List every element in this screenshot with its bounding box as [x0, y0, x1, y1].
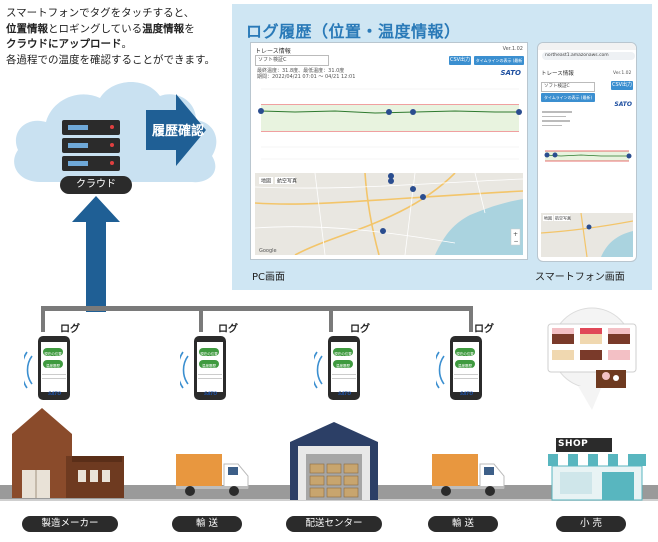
phone-sato-logo: SATO	[204, 392, 218, 397]
log-label-1: ログ	[60, 324, 80, 335]
pc-chart-point	[258, 108, 264, 114]
nfc-wave-icon	[180, 336, 226, 400]
pc-csv-button[interactable]: CSV出力	[449, 56, 471, 65]
nfc-wave-icon	[314, 336, 360, 400]
nfc-wave-icon	[24, 336, 70, 400]
cloud-label: クラウド	[60, 176, 132, 194]
log-label-3: ログ	[350, 324, 370, 335]
intro-line-2: 位置情報とロギングしている温度情報を	[6, 22, 195, 35]
phone-map[interactable]: 地図 航空写真	[541, 213, 633, 257]
tag-reader-phone: 現在の位置温度履歴 SATO	[314, 334, 374, 406]
pc-chart-series-line	[260, 110, 519, 114]
phone-map-tab-map[interactable]: 地図	[544, 215, 552, 221]
intro-line-4: 各過程での温度を確認することができます。	[6, 53, 215, 66]
intro-text: スマートフォンでタグをタッチすると、 位置情報とロギングしている温度情報を クラ…	[6, 6, 228, 68]
phone-map-tab-satellite[interactable]: 航空写真	[555, 215, 571, 221]
pc-screen-title: トレース情報	[255, 48, 291, 55]
server-icon	[62, 120, 120, 171]
cake-display-icon	[547, 307, 637, 410]
phone-sato-logo: SATO	[460, 392, 474, 397]
log-label-2: ログ	[218, 324, 238, 335]
truck-icon-2	[432, 454, 505, 496]
pc-trace-select[interactable]: ソフト検証C	[255, 55, 329, 66]
phone-version: Ver.1.02	[613, 71, 632, 76]
stage-label-transport-1: 輸 送	[172, 516, 242, 532]
pc-info-line-2: 期間：2022/04/21 07:01 ～ 04/21 12:01	[257, 74, 356, 80]
pc-map[interactable]: 地図 航空写真 Google + −	[255, 173, 523, 255]
phone-sato-logo: SATO	[338, 392, 352, 397]
pc-temperature-chart	[255, 83, 523, 169]
pc-map-tab-satellite[interactable]: 航空写真	[277, 178, 297, 185]
panel-title: ログ履歴（位置・温度情報）	[246, 22, 461, 41]
phone-temperature-chart	[541, 139, 633, 209]
phone-current-location-button[interactable]: 現在の位置	[334, 352, 352, 356]
factory-icon	[12, 408, 124, 498]
shop-sign: SHOP	[558, 439, 589, 449]
pc-map-google-logo: Google	[259, 248, 277, 254]
pc-info-line-1: 最終温度：31.8度、最低温度：31.0度	[257, 68, 345, 74]
phone-current-location-button[interactable]: 現在の位置	[44, 352, 62, 356]
connector-bar	[41, 306, 473, 311]
stage-label-transport-2: 輸 送	[428, 516, 498, 532]
phone-url-bar[interactable]: northeast1.amazonaws.com	[542, 52, 635, 60]
log-label-4: ログ	[474, 324, 494, 335]
pc-chart-point	[386, 109, 392, 115]
phone-temperature-history-button[interactable]: 温度履歴	[202, 364, 216, 368]
pc-chart-point	[410, 109, 416, 115]
phone-current-location-button[interactable]: 現在の位置	[456, 352, 474, 356]
phone-trace-select[interactable]: ソフト検証C	[541, 82, 595, 92]
upload-arrow	[72, 196, 120, 312]
phone-sato-logo: SATO	[614, 101, 632, 108]
pc-chart-range-band	[261, 105, 519, 131]
phone-screen-caption: スマートフォン画面	[535, 272, 625, 283]
phone-timeline-button[interactable]: タイムラインの表示 (最新)	[541, 93, 595, 102]
intro-line-1: スマートフォンでタグをタッチすると、	[6, 7, 195, 19]
shop-icon	[548, 438, 646, 501]
history-check-label: 履歴確認	[152, 124, 205, 139]
tag-reader-phone: 現在の位置温度履歴 SATO	[436, 334, 496, 406]
pc-map-tab-map[interactable]: 地図	[261, 178, 271, 185]
phone-info-lines	[542, 111, 572, 131]
nfc-wave-icon	[436, 336, 482, 400]
cloud-graphic	[14, 81, 217, 183]
stage-label-retail: 小 売	[556, 516, 626, 532]
pc-map-markers[interactable]	[380, 173, 426, 234]
pc-chart-point	[516, 109, 522, 115]
pc-sato-logo: SATO	[500, 69, 521, 77]
pc-screen-version: Ver.1.02	[502, 46, 523, 52]
stage-label-manufacturer: 製造メーカー	[22, 516, 118, 532]
phone-temperature-history-button[interactable]: 温度履歴	[458, 364, 472, 368]
distribution-center-icon	[290, 422, 378, 500]
phone-temperature-history-button[interactable]: 温度履歴	[336, 364, 350, 368]
pc-timeline-button[interactable]: タイムラインの表示 (最新版)	[474, 56, 524, 72]
phone-current-location-button[interactable]: 現在の位置	[200, 352, 218, 356]
stage-label-distribution-center: 配送センター	[286, 516, 382, 532]
tag-reader-phone: 現在の位置温度履歴 SATO	[24, 334, 84, 406]
truck-icon-1	[176, 454, 249, 496]
phone-screen-title: トレース情報	[541, 71, 574, 77]
phone-csv-button[interactable]: CSV出力	[611, 81, 633, 90]
tag-reader-phone: 現在の位置温度履歴 SATO	[180, 334, 240, 406]
phone-screen: northeast1.amazonaws.com トレース情報 CSV出力 Ve…	[537, 42, 637, 262]
pc-screen-caption: PC画面	[252, 272, 286, 283]
phone-sato-logo: SATO	[48, 392, 62, 397]
history-arrow	[146, 94, 206, 166]
phone-temperature-history-button[interactable]: 温度履歴	[46, 364, 60, 368]
pc-screen: トレース情報 Ver.1.02 ソフト検証C CSV出力 タイムラインの表示 (…	[250, 42, 528, 260]
intro-line-3: クラウドにアップロード。	[6, 38, 132, 50]
svg-text:+: +	[513, 231, 518, 238]
svg-text:−: −	[514, 238, 519, 245]
